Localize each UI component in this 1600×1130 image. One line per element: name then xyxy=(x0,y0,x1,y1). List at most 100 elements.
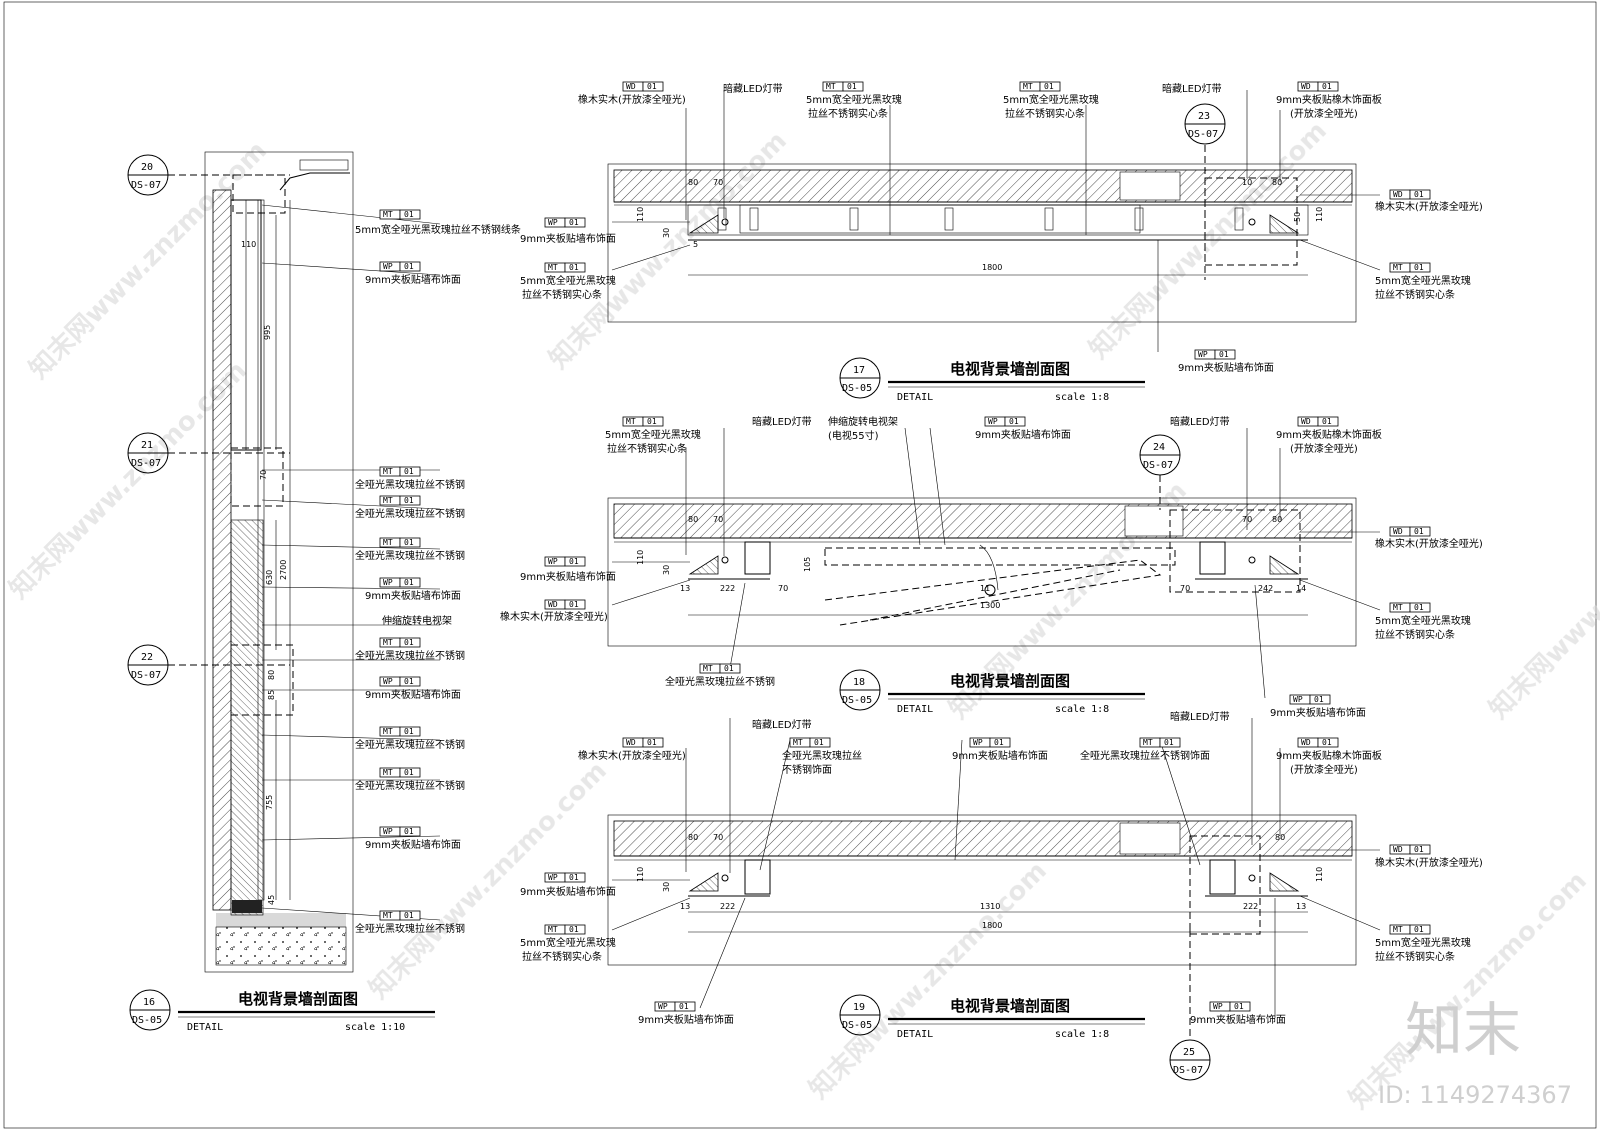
brand-logo: 知末 xyxy=(1405,996,1521,1064)
svg-text:01: 01 xyxy=(1219,350,1229,359)
svg-text:9mm夹板贴橡木饰面板: 9mm夹板贴橡木饰面板 xyxy=(1276,428,1382,441)
svg-text:9mm夹板贴墙布饰面: 9mm夹板贴墙布饰面 xyxy=(975,428,1071,441)
dim-70-left: 70 xyxy=(259,470,268,480)
svg-text:20: 20 xyxy=(141,162,153,173)
svg-text:25: 25 xyxy=(1183,1047,1195,1058)
svg-text:橡木实木(开放漆全哑光): 橡木实木(开放漆全哑光) xyxy=(1375,856,1483,869)
svg-text:01: 01 xyxy=(569,600,579,609)
svg-text:01: 01 xyxy=(404,911,414,920)
svg-text:5mm宽全哑光黑玫瑰: 5mm宽全哑光黑玫瑰 xyxy=(605,428,701,441)
svg-text:WP: WP xyxy=(973,738,983,747)
svg-text:110: 110 xyxy=(636,207,645,222)
detail-18: 80 70 70 80 222 242 70 70 1300 11 13 14 … xyxy=(500,415,1483,719)
svg-text:橡木实木(开放漆全哑光): 橡木实木(开放漆全哑光) xyxy=(578,749,686,762)
svg-text:全哑光黑玫瑰拉丝: 全哑光黑玫瑰拉丝 xyxy=(782,749,862,762)
svg-text:DS-07: DS-07 xyxy=(1188,129,1218,140)
svg-text:DS-05: DS-05 xyxy=(842,695,872,706)
svg-text:01: 01 xyxy=(679,1002,689,1011)
svg-text:WP: WP xyxy=(383,827,393,836)
svg-text:WD: WD xyxy=(1393,190,1403,199)
svg-text:WP: WP xyxy=(383,578,393,587)
svg-text:01: 01 xyxy=(647,417,657,426)
svg-text:110: 110 xyxy=(1315,867,1324,882)
svg-text:01: 01 xyxy=(1414,190,1424,199)
callout-wp-2: 9mm夹板贴墙布饰面 xyxy=(365,589,461,602)
section-bubble-25: 25 DS-07 xyxy=(1169,1039,1211,1081)
svg-text:222: 222 xyxy=(1243,902,1258,911)
callout-mt-7: 全哑光黑玫瑰拉丝不锈钢 xyxy=(355,922,465,935)
callout-18-led-right: 暗藏LED灯带 xyxy=(1170,415,1230,428)
svg-text:5mm宽全哑光黑玫瑰: 5mm宽全哑光黑玫瑰 xyxy=(1375,936,1471,949)
svg-text:80: 80 xyxy=(688,178,698,187)
callout-wp-3: 9mm夹板贴墙布饰面 xyxy=(365,688,461,701)
svg-text:MT: MT xyxy=(1393,263,1403,272)
svg-text:MT: MT xyxy=(383,638,393,647)
svg-text:01: 01 xyxy=(404,768,414,777)
svg-text:01: 01 xyxy=(1414,527,1424,536)
svg-text:DS-05: DS-05 xyxy=(842,383,872,394)
svg-text:WP: WP xyxy=(1293,695,1303,704)
svg-text:9mm夹板贴墙布饰面: 9mm夹板贴墙布饰面 xyxy=(1270,706,1366,719)
svg-text:MT: MT xyxy=(793,738,803,747)
svg-text:01: 01 xyxy=(569,925,579,934)
svg-text:01: 01 xyxy=(404,210,414,219)
tv-mount-ghost xyxy=(824,547,1176,566)
svg-text:拉丝不锈钢实心条: 拉丝不锈钢实心条 xyxy=(607,442,687,455)
svg-text:50: 50 xyxy=(1293,212,1302,222)
svg-text:11: 11 xyxy=(980,584,990,593)
svg-text:110: 110 xyxy=(636,550,645,565)
svg-text:13: 13 xyxy=(680,584,690,593)
svg-text:30: 30 xyxy=(662,882,671,892)
svg-text:105: 105 xyxy=(803,557,812,572)
svg-text:17: 17 xyxy=(853,365,865,376)
dim-45-left: 45 xyxy=(267,895,276,905)
svg-text:30: 30 xyxy=(662,565,671,575)
svg-text:MT: MT xyxy=(1143,738,1153,747)
svg-text:110: 110 xyxy=(1315,207,1324,222)
svg-text:拉丝不锈钢实心条: 拉丝不锈钢实心条 xyxy=(522,288,602,301)
svg-text:01: 01 xyxy=(404,827,414,836)
skirting xyxy=(232,900,262,913)
svg-text:01: 01 xyxy=(1044,82,1054,91)
brand-id: ID: 1149274367 xyxy=(1378,1081,1572,1109)
svg-text:01: 01 xyxy=(404,496,414,505)
svg-text:16: 16 xyxy=(143,997,155,1008)
svg-text:9mm夹板贴墙布饰面: 9mm夹板贴墙布饰面 xyxy=(1190,1013,1286,1026)
svg-text:WD: WD xyxy=(1301,738,1311,747)
svg-text:110: 110 xyxy=(636,867,645,882)
svg-text:01: 01 xyxy=(569,218,579,227)
svg-text:01: 01 xyxy=(569,873,579,882)
svg-text:WP: WP xyxy=(658,1002,668,1011)
svg-text:9mm夹板贴墙布饰面: 9mm夹板贴墙布饰面 xyxy=(952,749,1048,762)
svg-text:DS-05: DS-05 xyxy=(132,1015,162,1026)
svg-text:70: 70 xyxy=(713,833,723,842)
detail-box-23 xyxy=(1204,177,1298,266)
ceiling-slab-19 xyxy=(613,820,1353,857)
svg-text:01: 01 xyxy=(569,263,579,272)
svg-text:01: 01 xyxy=(404,262,414,271)
svg-text:不锈钢饰面: 不锈钢饰面 xyxy=(782,763,832,776)
callout-mt-3: 全哑光黑玫瑰拉丝不锈钢 xyxy=(355,549,465,562)
svg-text:WD: WD xyxy=(1301,82,1311,91)
svg-text:70: 70 xyxy=(713,178,723,187)
svg-text:WP: WP xyxy=(548,557,558,566)
watermark-3: 知末网www.znzmo.com xyxy=(544,126,793,375)
svg-text:DS-07: DS-07 xyxy=(131,458,161,469)
title-block-16: 16 DS-05 电视背景墙剖面图 DETAIL scale 1:10 xyxy=(129,989,435,1033)
title-block-17: 17 DS-05 电视背景墙剖面图 DETAIL scale 1:8 xyxy=(839,357,1145,403)
detail-16-frame xyxy=(204,151,354,973)
svg-text:scale 1:10: scale 1:10 xyxy=(345,1022,405,1033)
svg-text:MT: MT xyxy=(703,664,713,673)
svg-text:01: 01 xyxy=(847,82,857,91)
svg-text:01: 01 xyxy=(1234,1002,1244,1011)
wall-section xyxy=(212,189,232,911)
svg-text:5mm宽全哑光黑玫瑰: 5mm宽全哑光黑玫瑰 xyxy=(520,936,616,949)
svg-text:22: 22 xyxy=(141,652,153,663)
svg-text:80: 80 xyxy=(1272,515,1282,524)
callout-wp-4: 9mm夹板贴墙布饰面 xyxy=(365,838,461,851)
svg-text:23: 23 xyxy=(1198,111,1210,122)
callout-mt-1: 全哑光黑玫瑰拉丝不锈钢 xyxy=(355,478,465,491)
svg-text:MT: MT xyxy=(383,911,393,920)
callout-mt-2: 全哑光黑玫瑰拉丝不锈钢 xyxy=(355,507,465,520)
